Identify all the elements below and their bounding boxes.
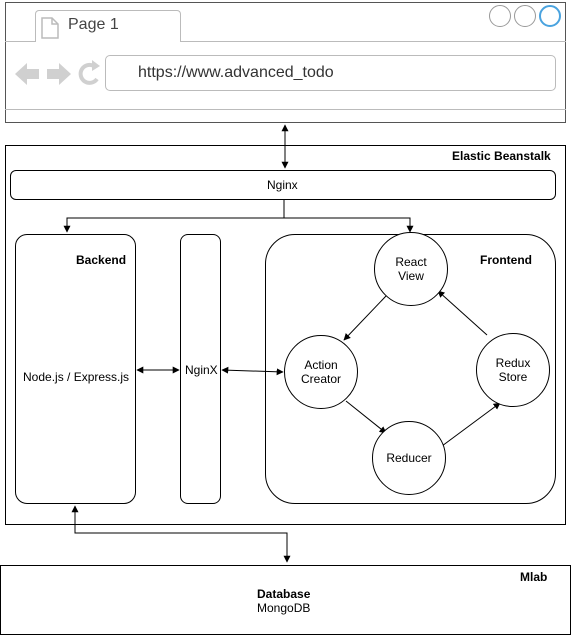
frontend-title: Frontend <box>480 253 532 267</box>
reducer-node: Reducer <box>372 421 446 495</box>
forward-arrow-icon <box>47 63 71 85</box>
arrow-nginx-to-frontend <box>284 217 414 233</box>
redux-store-line-2: Store <box>498 370 528 384</box>
window-button-minimize-icon[interactable] <box>489 5 511 27</box>
backend-title: Backend <box>76 253 127 267</box>
window-button-close-icon[interactable] <box>539 5 561 27</box>
arrow-reducer-to-redux-store <box>441 402 501 447</box>
database-title: Database <box>257 587 311 601</box>
tab-label: Page 1 <box>68 16 119 33</box>
reducer-label: Reducer <box>386 451 432 465</box>
browser-toolbar-divider <box>5 109 566 110</box>
window-button-maximize-icon[interactable] <box>514 5 536 27</box>
backend-box <box>15 234 136 504</box>
action-creator-line-2: Creator <box>300 372 341 386</box>
nginx-bar-label: Nginx <box>267 178 298 192</box>
action-creator-line-1: Action <box>304 358 338 372</box>
arrow-action-creator-to-reducer <box>345 400 387 434</box>
reload-icon <box>78 62 99 85</box>
arrow-nginx-to-backend <box>63 200 285 233</box>
tab-divider <box>5 41 36 42</box>
mlab-title: Mlab <box>520 570 548 584</box>
arrow-backend-mlab <box>71 505 291 563</box>
arrow-redux-store-to-react-view <box>437 290 488 336</box>
nginx-middle-box <box>180 234 221 504</box>
database-name: MongoDB <box>257 601 311 615</box>
back-arrow-icon <box>15 63 39 85</box>
arrow-nginx-action-creator <box>221 366 284 376</box>
nginx-bar <box>10 170 556 200</box>
elastic-beanstalk-title: Elastic Beanstalk <box>452 149 551 163</box>
react-view-line-1: React <box>395 255 427 269</box>
reload-arrowhead <box>92 60 100 71</box>
url-text[interactable]: https://www.advanced_todo <box>138 64 334 81</box>
nginx-middle-label: NginX <box>185 363 218 377</box>
tab-page-1[interactable] <box>35 10 181 42</box>
tab-divider <box>180 41 566 42</box>
redux-store-line-1: Redux <box>495 356 531 370</box>
react-view-line-2: View <box>398 269 424 283</box>
address-bar[interactable] <box>105 55 556 91</box>
backend-body: Node.js / Express.js <box>23 370 130 384</box>
arrow-react-view-to-action-creator <box>343 295 387 341</box>
